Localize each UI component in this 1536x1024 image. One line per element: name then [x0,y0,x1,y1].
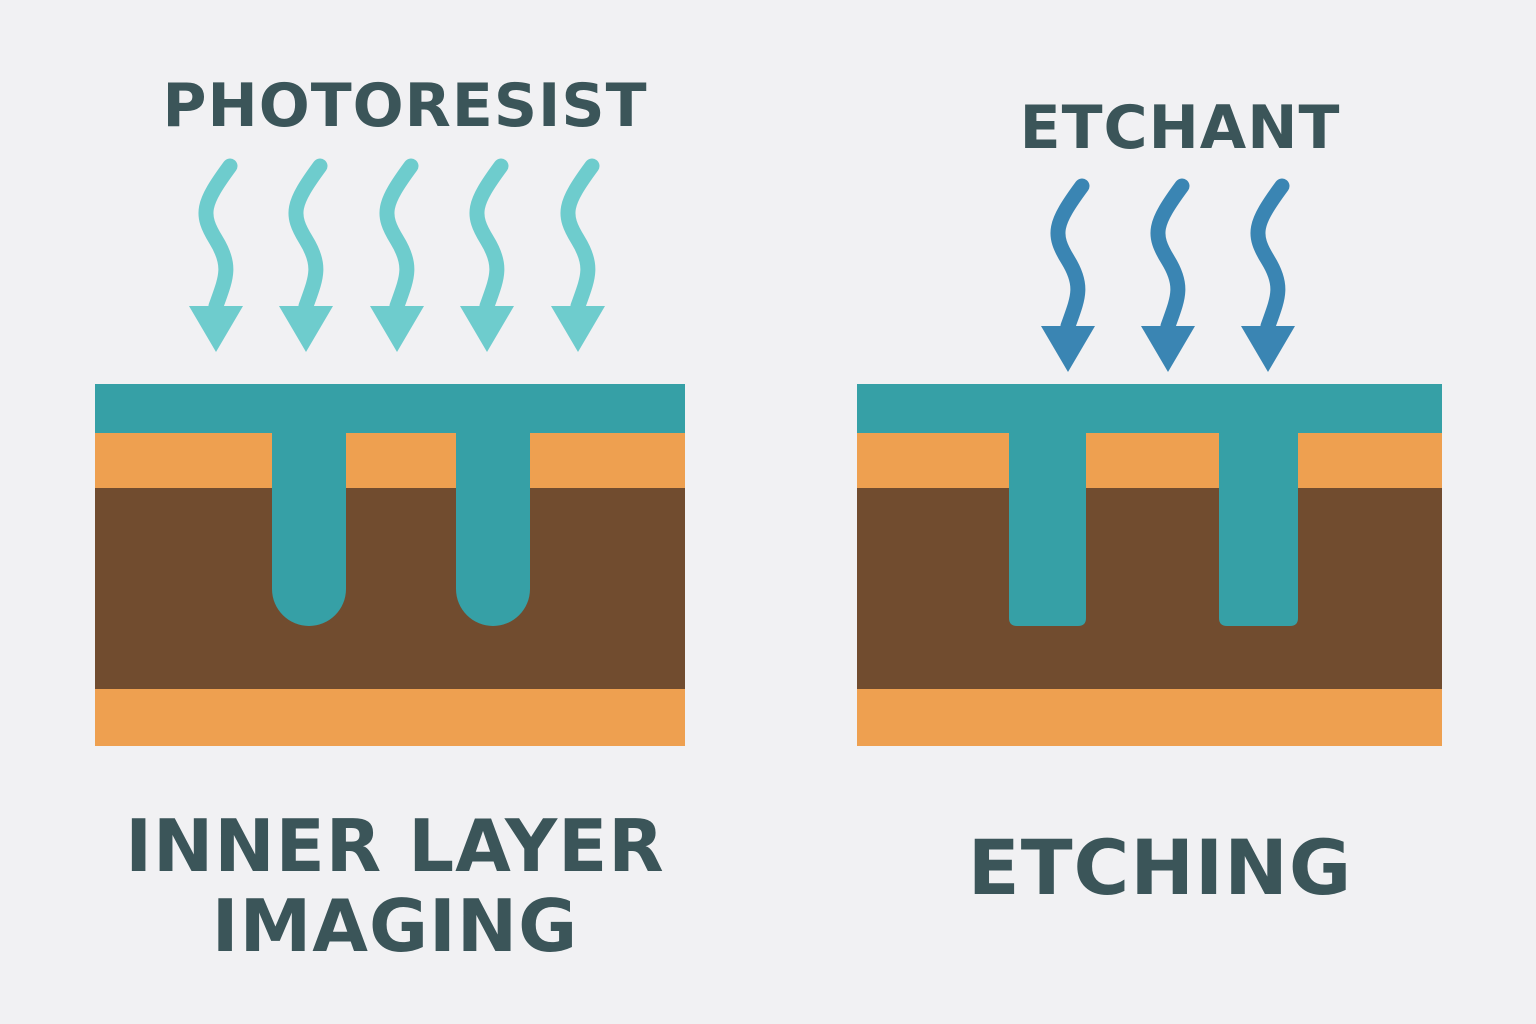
inner-layer-imaging-title-line-2: IMAGING [211,884,579,968]
etching-core-layer [857,487,1442,689]
imaging-resist-layer [95,384,685,433]
etchant-arrow-icon-1 [1041,178,1095,372]
etching-trench-1 [1009,430,1086,626]
imaging-trench-2 [456,430,530,626]
photoresist-arrow-icon-3 [370,158,424,352]
etchant-arrow-icon-3 [1241,178,1295,372]
inner-layer-imaging-title: INNER LAYER IMAGING [100,806,690,966]
imaging-bottom-copper-layer [95,688,685,746]
etching-bottom-copper-layer [857,688,1442,746]
etching-top-copper-layer [857,431,1442,488]
photoresist-arrow-icon-1 [189,158,243,352]
etchant-label: ETCHANT [1019,93,1341,163]
photoresist-arrow-icon-4 [460,158,514,352]
photoresist-arrow-icon-5 [551,158,605,352]
etching-resist-layer [857,384,1442,433]
etching-trench-2 [1219,430,1298,626]
imaging-core-layer [95,487,685,689]
photoresist-label: PHOTORESIST [162,71,648,141]
etchant-arrow-icon-2 [1141,178,1195,372]
photoresist-arrow-icon-2 [279,158,333,352]
inner-layer-imaging-title-line-1: INNER LAYER [125,804,665,888]
imaging-top-copper-layer [95,431,685,488]
imaging-trench-1 [272,430,346,626]
etching-title: ETCHING [967,823,1353,912]
